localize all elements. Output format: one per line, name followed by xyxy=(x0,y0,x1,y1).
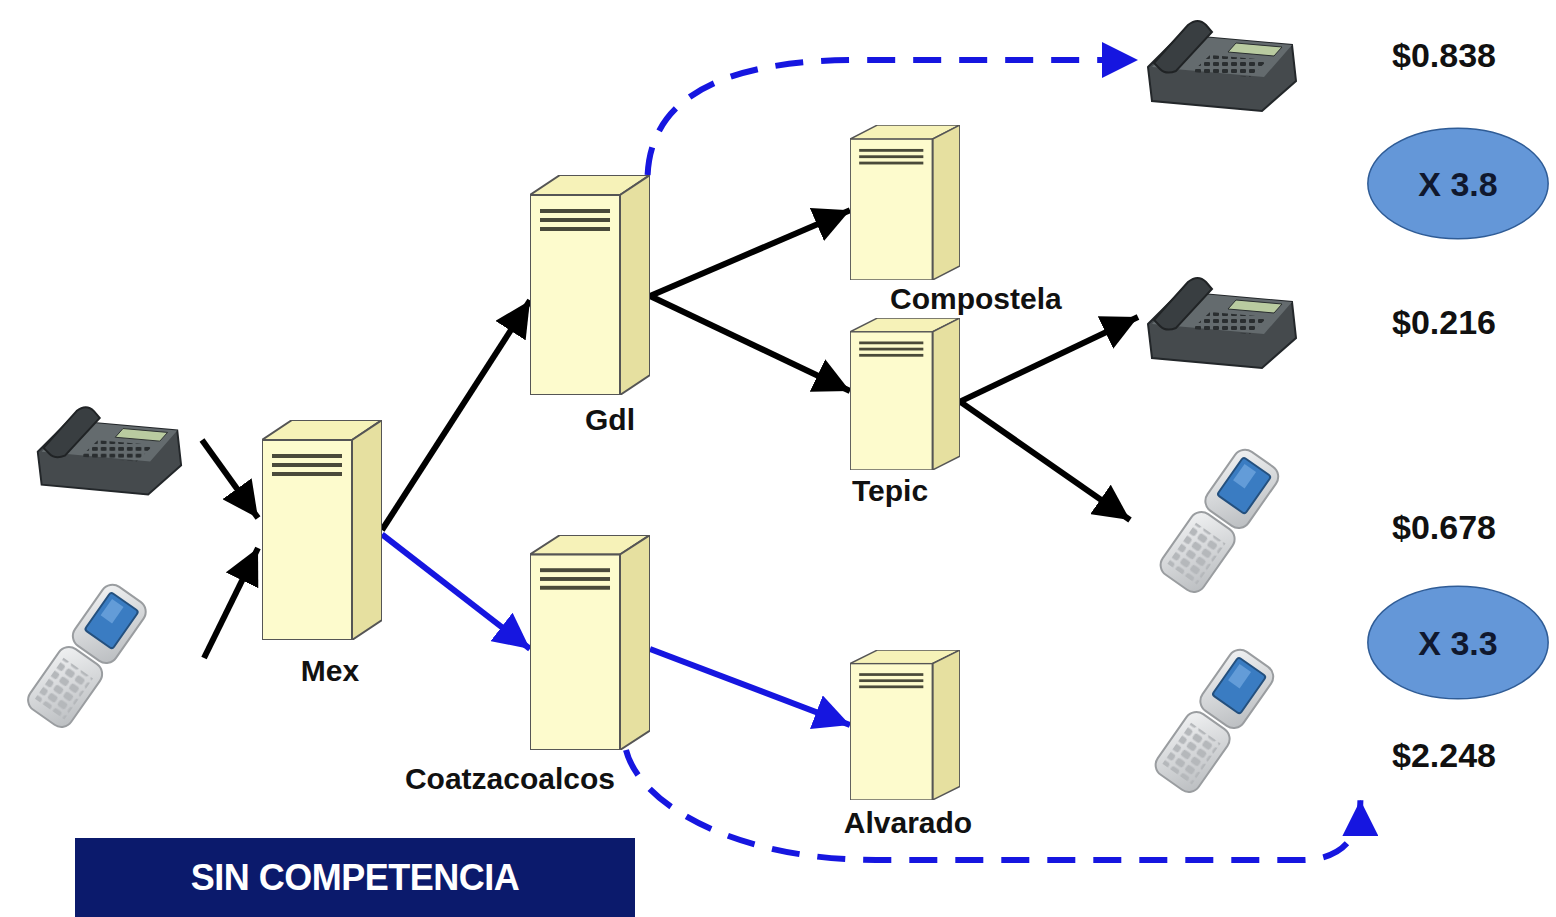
phone-shape xyxy=(1151,645,1278,797)
mobile-icon xyxy=(1140,640,1290,800)
server-shape xyxy=(262,420,382,640)
server-icon xyxy=(850,318,960,470)
server-icon xyxy=(850,650,960,800)
node-label: Coatzacoalcos xyxy=(405,762,615,796)
route-arrow xyxy=(382,534,530,649)
price-label: $0.838 xyxy=(1392,35,1496,75)
route-arrow xyxy=(960,317,1138,402)
server-node: Compostela xyxy=(850,125,960,280)
server-node: Alvarado xyxy=(850,650,960,800)
server-shape xyxy=(530,175,650,395)
route-arrow xyxy=(650,296,850,391)
phone-shape xyxy=(1148,278,1296,368)
route-arrow xyxy=(650,210,850,296)
input-arrow xyxy=(204,548,258,658)
phone-node: $0.838 xyxy=(1138,5,1520,115)
server-icon xyxy=(262,420,382,640)
node-label: Alvarado xyxy=(844,806,972,840)
phone-node: $0.678 xyxy=(1130,440,1520,600)
band-title: SIN COMPETENCIA xyxy=(191,857,520,899)
node-label: Compostela xyxy=(890,282,1062,316)
route-arrow xyxy=(650,649,850,725)
phone-shape xyxy=(1156,445,1283,597)
server-node: Tepic xyxy=(850,318,960,470)
server-shape xyxy=(850,318,960,470)
price-label: $0.216 xyxy=(1392,302,1496,342)
node-label: Mex xyxy=(301,654,359,688)
dashed-route-arrow xyxy=(626,750,1360,860)
route-arrow xyxy=(960,402,1130,520)
server-node: Coatzacoalcos xyxy=(530,535,650,750)
server-shape xyxy=(850,125,960,280)
input-arrow xyxy=(202,440,258,518)
phone-node: $2.248 xyxy=(1140,640,1520,800)
server-node: Mex xyxy=(262,420,382,640)
factor-ellipse: X 3.3 xyxy=(1366,585,1550,700)
price-label: $0.678 xyxy=(1392,507,1496,547)
factor-text: X 3.3 xyxy=(1418,623,1497,663)
server-icon xyxy=(850,125,960,280)
landline-phone xyxy=(38,407,181,494)
ellipse-outline xyxy=(1368,586,1548,699)
server-node: Gdl xyxy=(530,175,650,395)
ellipse-outline xyxy=(1368,128,1548,239)
node-label: Tepic xyxy=(852,474,928,508)
title-band: SIN COMPETENCIA xyxy=(75,838,635,917)
factor-ellipse: X 3.8 xyxy=(1366,127,1550,240)
landline-icon xyxy=(1140,262,1300,372)
price-label: $2.248 xyxy=(1392,735,1496,775)
node-label: Gdl xyxy=(585,403,635,437)
server-icon xyxy=(530,175,650,395)
server-shape xyxy=(530,535,650,750)
factor-text: X 3.8 xyxy=(1418,164,1497,204)
server-shape xyxy=(850,650,960,800)
route-arrow xyxy=(382,300,530,530)
mobile-icon xyxy=(1140,440,1300,600)
landline-icon xyxy=(1140,5,1300,115)
phone-shape xyxy=(1148,21,1296,111)
phone-node: $0.216 xyxy=(1138,262,1520,372)
server-icon xyxy=(530,535,650,750)
mobile-phone xyxy=(23,580,150,732)
